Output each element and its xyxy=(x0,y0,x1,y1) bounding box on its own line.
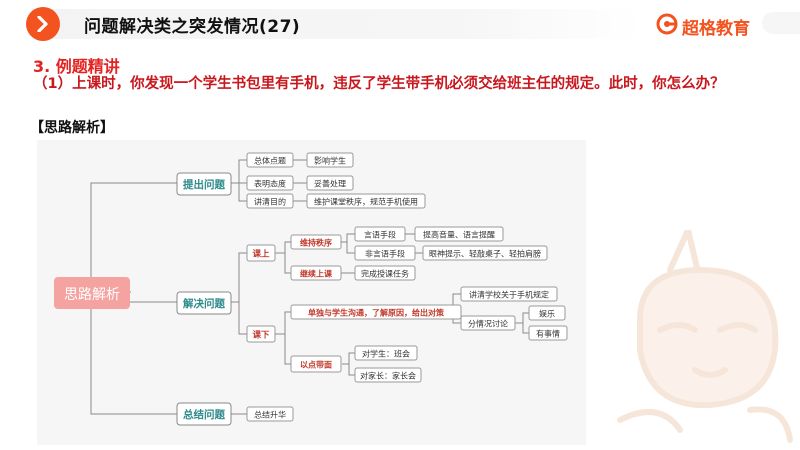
node-box xyxy=(354,226,406,242)
branch-label: 提出问题 xyxy=(183,178,225,191)
node-label: 言语手段 xyxy=(364,230,396,240)
node-label: 单独与学生沟通，了解原因，给出对策 xyxy=(308,308,445,318)
node-box xyxy=(246,193,294,209)
node-box xyxy=(246,406,294,422)
corner-tab xyxy=(762,12,800,34)
node-label: 课上 xyxy=(252,249,270,260)
node-label: 继续上课 xyxy=(300,269,333,279)
node-box xyxy=(290,234,342,250)
node-box xyxy=(354,345,418,361)
node-detail: 妥善处理 xyxy=(314,179,346,189)
node-box xyxy=(246,175,294,191)
node-box xyxy=(354,245,416,261)
node-box xyxy=(290,355,342,373)
node-box xyxy=(246,325,276,343)
node-detail: 完成授课任务 xyxy=(361,269,409,279)
node-detail: 总结升华 xyxy=(254,410,286,420)
brand-logo-icon xyxy=(656,13,678,35)
node-detail: 提高音量、语言提醒 xyxy=(423,230,495,240)
section-title: 3. 例题精讲 xyxy=(33,57,120,76)
title-banner xyxy=(30,9,642,39)
page-title: 问题解决类之突发情况(27) xyxy=(84,17,301,37)
node-label: 维持秩序 xyxy=(300,238,332,248)
brand-name: 超格教育 xyxy=(682,19,750,39)
node-detail: 娱乐 xyxy=(539,309,555,319)
branch-solve: 解决问题 课上 维持秩序 言语手段 提高音量、语言提醒 非言语手段 眼神提示、轻… xyxy=(176,226,568,383)
node-box xyxy=(246,152,294,168)
mindmap-root-box xyxy=(54,277,130,309)
question-text: （1）上课时，你发现一个学生书包里有手机，违反了学生带手机必须交给班主任的规定。… xyxy=(33,76,725,92)
node-detail: 讲清学校关于手机规定 xyxy=(469,290,549,300)
branch-label: 总结问题 xyxy=(183,408,225,421)
node-box xyxy=(354,265,416,281)
branch-label: 解决问题 xyxy=(182,297,225,310)
node-label: 表明态度 xyxy=(254,179,286,189)
mindmap-panel: 思路解析 提出问题 总体点题 影响学生 表明态度 妥善处理 讲清目的 维护课堂秩… xyxy=(37,140,586,445)
node-box xyxy=(306,175,354,191)
node-box xyxy=(528,305,566,321)
node-detail: 对家长：家长会 xyxy=(360,371,416,381)
node-box xyxy=(414,226,504,242)
branch-box xyxy=(176,291,232,315)
node-label: 课下 xyxy=(252,330,270,341)
node-box xyxy=(354,367,422,383)
node-detail: 有事情 xyxy=(536,329,560,339)
node-box xyxy=(528,325,568,341)
node-label: 讲清目的 xyxy=(254,197,286,207)
node-box xyxy=(422,245,548,261)
node-label: 总体点题 xyxy=(254,156,286,166)
node-box xyxy=(246,244,276,262)
analysis-label: 【思路解析】 xyxy=(30,120,114,136)
node-detail: 分情况讨论 xyxy=(468,319,508,329)
node-detail: 眼神提示、轻敲桌子、轻拍肩膀 xyxy=(429,249,541,259)
header-bar: 问题解决类之突发情况(27) 超格教育 xyxy=(0,0,800,46)
node-box xyxy=(290,304,462,320)
branch-box xyxy=(176,172,232,196)
node-detail: 对学生：班会 xyxy=(362,349,410,359)
node-label: 非言语手段 xyxy=(365,249,405,259)
branch-box xyxy=(176,402,232,426)
mindmap-root: 思路解析 xyxy=(64,287,120,303)
node-box xyxy=(290,265,342,281)
chevron-right-icon xyxy=(26,7,60,41)
node-box xyxy=(306,193,426,209)
branch-raise: 提出问题 总体点题 影响学生 表明态度 妥善处理 讲清目的 维护课堂秩序，规范手… xyxy=(176,152,426,209)
branch-summary: 总结问题 总结升华 xyxy=(176,402,294,426)
node-box xyxy=(460,315,516,331)
node-label: 以点带面 xyxy=(300,360,332,370)
node-detail: 维护课堂秩序，规范手机使用 xyxy=(314,197,418,207)
mindmap: 思路解析 提出问题 总体点题 影响学生 表明态度 妥善处理 讲清目的 维护课堂秩… xyxy=(54,152,568,426)
node-box xyxy=(460,286,558,302)
node-detail: 影响学生 xyxy=(314,156,346,166)
unicorn-watermark-icon xyxy=(617,230,793,443)
node-box xyxy=(306,152,354,168)
